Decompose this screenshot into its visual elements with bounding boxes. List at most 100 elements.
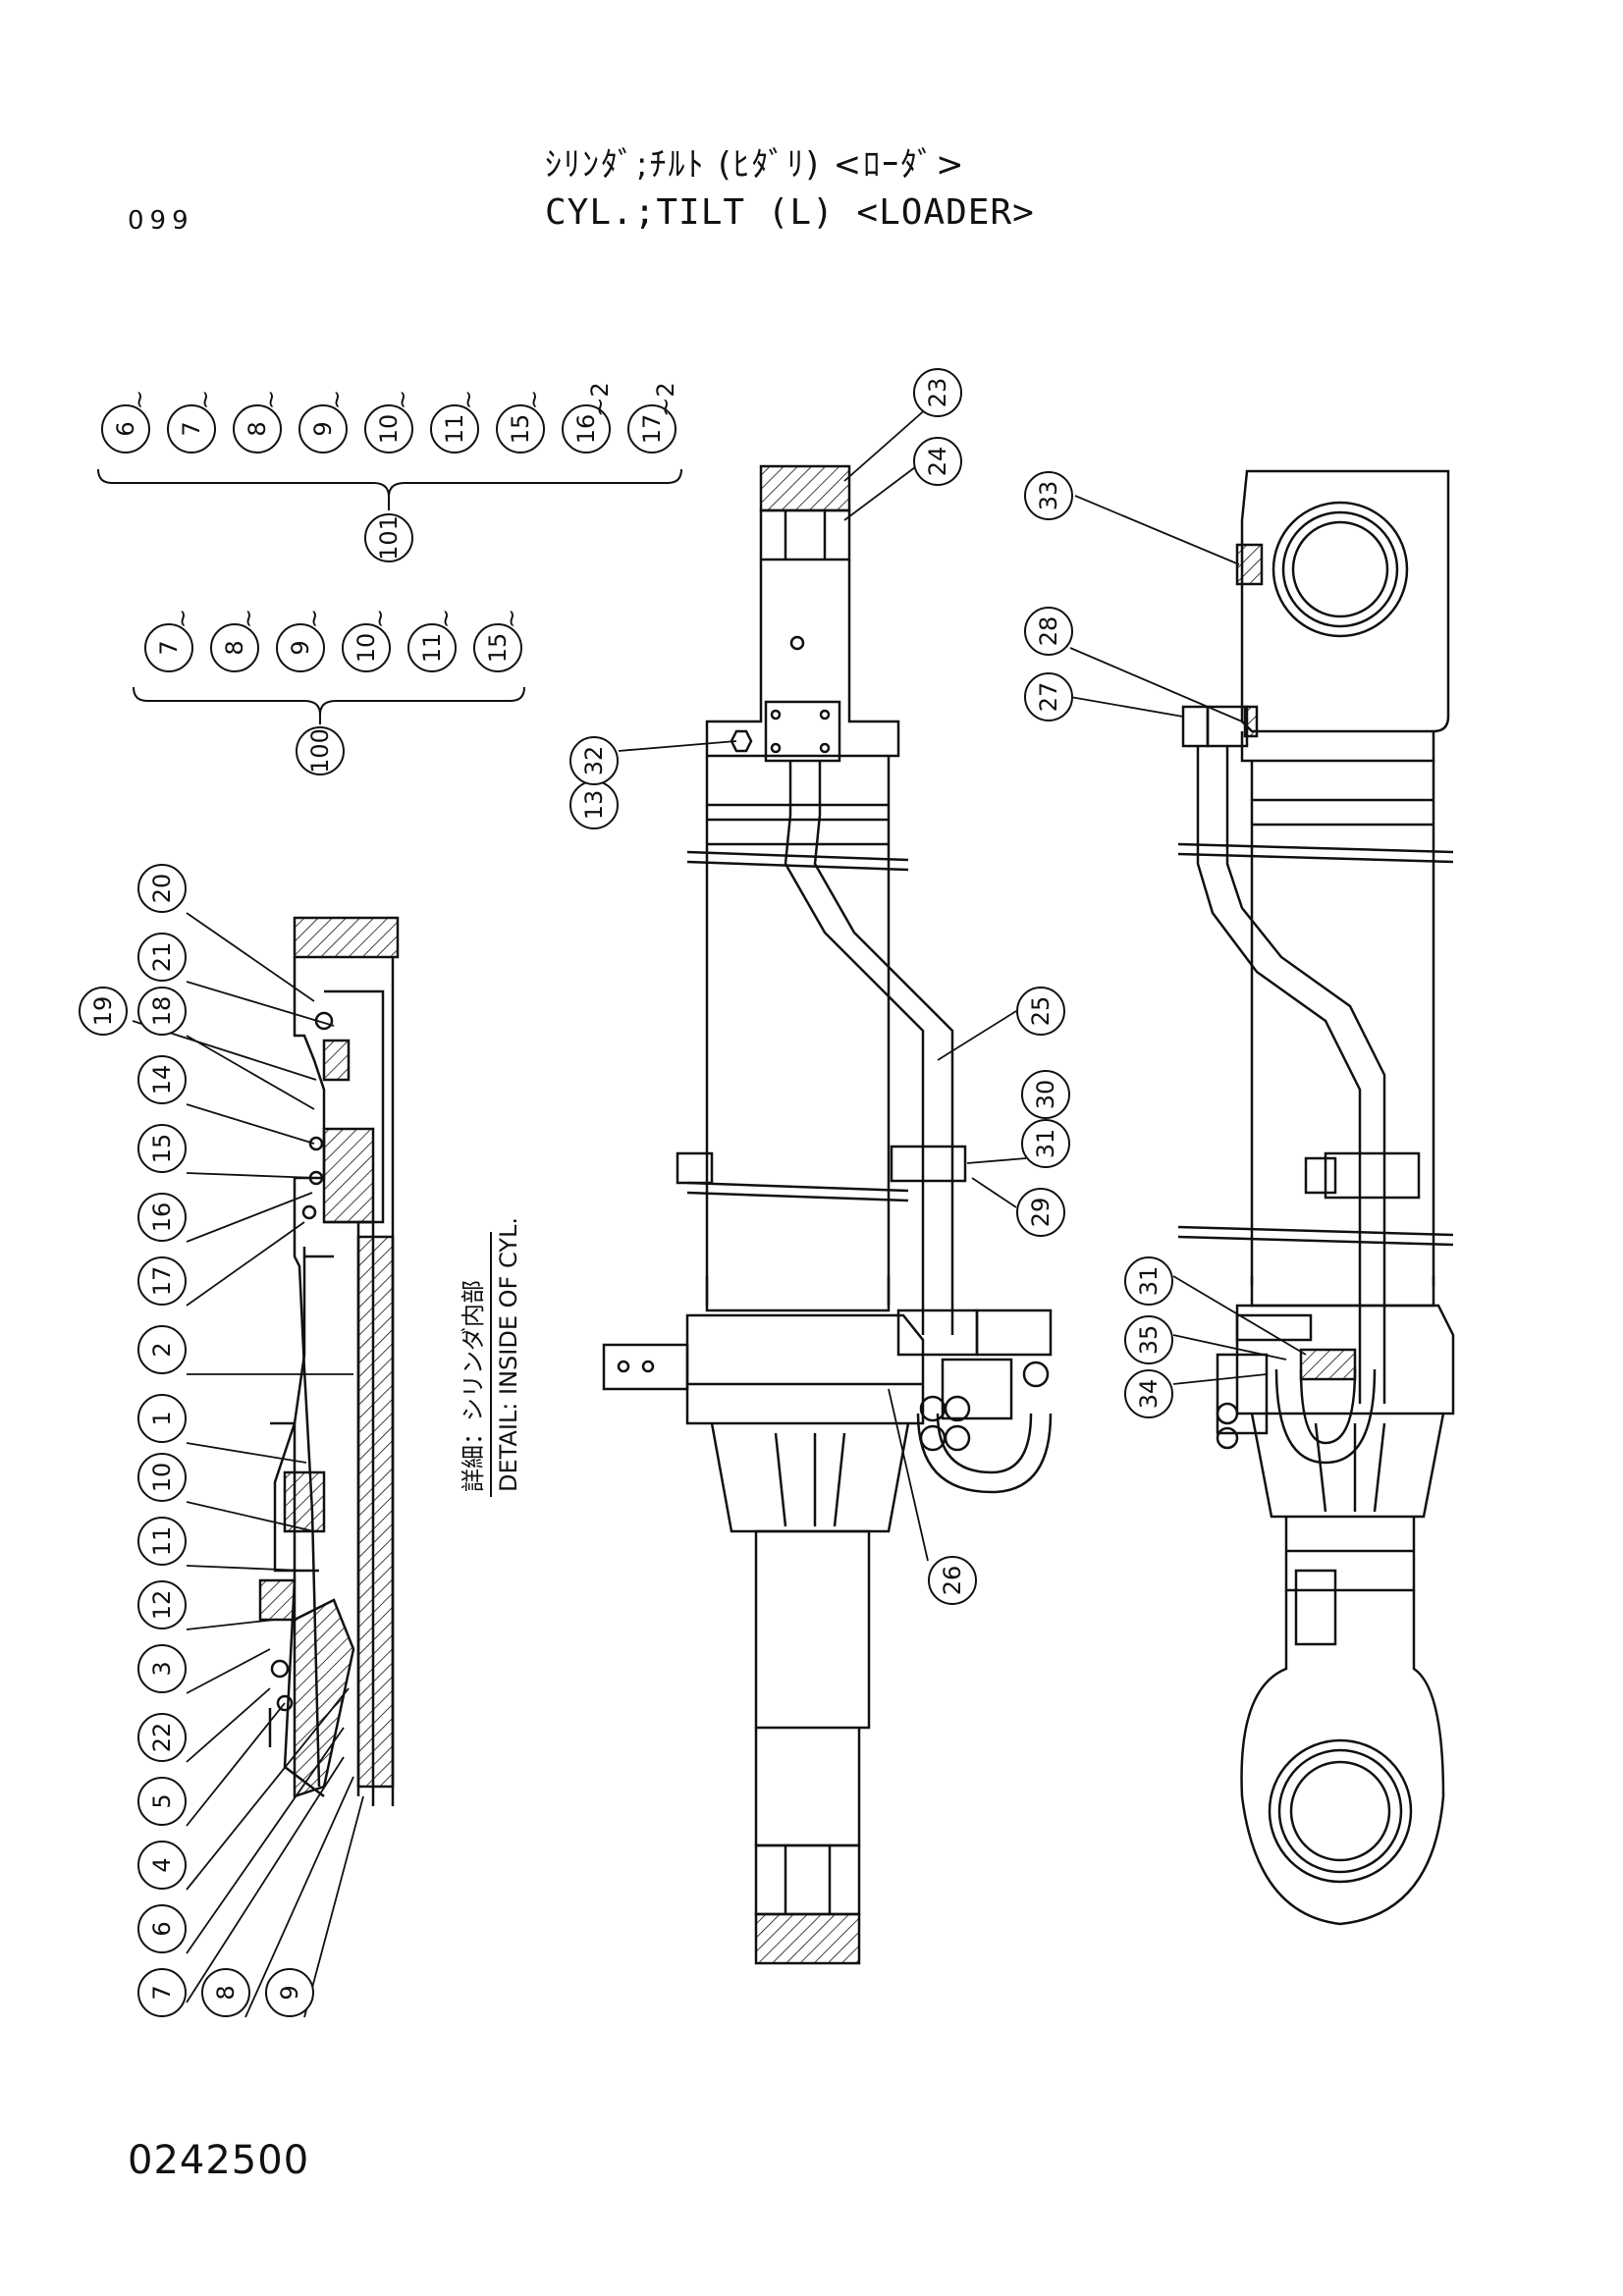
document-number: 0242500 [128,2138,310,2183]
svg-text:~: ~ [126,390,153,409]
detail-callout-5: 5 [137,1777,187,1826]
svg-text:~: ~ [520,390,548,409]
svg-text:34: 34 [1135,1379,1163,1410]
svg-text:28: 28 [1035,616,1062,647]
detail-callout-8: 8 [201,1968,250,2017]
kit-101-item-9: 9~ [298,390,351,454]
svg-text:~: ~ [235,609,262,628]
kit-101-item-16: 16~2 [562,382,614,454]
svg-text:10: 10 [148,1463,176,1493]
svg-text:11: 11 [441,414,468,445]
svg-text:12: 12 [148,1590,176,1621]
svg-text:~2: ~2 [652,382,679,416]
svg-text:30: 30 [1032,1080,1059,1110]
right-callout-28: 28 [1024,607,1073,656]
kit-100-bracket [133,686,525,716]
detail-label-jp: 詳細：シリンダ内部 [460,1280,487,1492]
kit-101-callout: 101 [364,513,413,562]
svg-text:8: 8 [221,640,248,655]
detail-callout-1: 1 [137,1394,187,1443]
kit-100-item-9: 9~ [276,609,328,672]
svg-text:7: 7 [155,640,183,655]
kit-100-item-7: 7~ [144,609,196,672]
svg-text:21: 21 [148,942,176,973]
svg-text:~: ~ [498,609,525,628]
svg-text:6: 6 [112,421,139,436]
center-cylinder-drawing [602,464,1053,1965]
svg-text:9: 9 [309,421,337,436]
svg-text:24: 24 [924,447,951,477]
detail-callout-17: 17 [137,1256,187,1306]
kit-101-item-15: 15 ~ [496,390,548,454]
svg-text:10: 10 [352,633,380,664]
kit-100-item-10: 10~ [342,609,394,672]
right-callout-35: 35 [1124,1315,1173,1364]
svg-text:~: ~ [455,390,482,409]
kit-101-item-8: 8~ [233,390,285,454]
svg-text:100: 100 [306,728,334,774]
detail-leaders [132,912,364,2018]
svg-text:2: 2 [148,1342,176,1357]
detail-callout-4: 4 [137,1841,187,1890]
center-callout-26: 26 [928,1556,977,1605]
detail-label-en: DETAIL: INSIDE OF CYL. [495,1217,522,1492]
detail-callout-16: 16 [137,1193,187,1242]
detail-callout-12: 12 [137,1580,187,1629]
svg-text:13: 13 [580,790,608,821]
kit-101-bracket [97,468,682,498]
svg-text:19: 19 [89,996,117,1027]
svg-text:15: 15 [148,1134,176,1164]
svg-text:33: 33 [1035,481,1062,511]
center-callout-31: 31 [1021,1119,1070,1168]
kit-101-item-6: 6~ [101,390,153,454]
svg-text:5: 5 [148,1793,176,1808]
detail-callout-2: 2 [137,1325,187,1374]
center-callout-23: 23 [913,368,962,417]
center-callout-29: 29 [1016,1188,1065,1237]
center-callout-24: 24 [913,437,962,486]
svg-text:101: 101 [375,515,403,561]
svg-text:1: 1 [148,1411,176,1425]
detail-callout-21: 21 [137,933,187,982]
kit-101-item-7: 7~ [167,390,219,454]
kit-100-item-8: 8~ [210,609,262,672]
svg-text:22: 22 [148,1723,176,1753]
detail-callout-10: 10 [137,1453,187,1502]
kit-101-item-10: 10~ [364,390,416,454]
svg-text:7: 7 [148,1985,176,2000]
callout-layer: 6~7~8~9~10~11~15~16~217~21017~8~9~10~11~… [79,368,1173,2017]
svg-text:15: 15 [507,414,534,445]
page-number: 099 [128,206,194,236]
svg-text:6: 6 [148,1921,176,1936]
detail-callout-20: 20 [137,864,187,913]
center-callout-32: 32 [569,736,619,785]
svg-text:~: ~ [169,609,196,628]
detail-section-drawing [258,916,400,1806]
svg-text:~: ~ [300,609,328,628]
kit-100-item-15: 15 ~ [473,609,525,672]
svg-text:16: 16 [148,1202,176,1233]
detail-callout-6: 6 [137,1904,187,1953]
kit-101-item-17: 17~2 [627,382,679,454]
detail-callout-7: 7 [137,1968,187,2017]
kit-100-callout: 100 [296,726,345,775]
svg-text:11: 11 [148,1526,176,1557]
detail-callout-3: 3 [137,1644,187,1693]
svg-text:~2: ~2 [586,382,614,416]
svg-text:14: 14 [148,1065,176,1095]
svg-text:~: ~ [323,390,351,409]
center-leaders [618,406,1027,1562]
svg-text:~: ~ [432,609,460,628]
svg-text:~: ~ [257,390,285,409]
detail-callout-19: 19 [79,987,128,1036]
title-english: CYL.;TILT (L) <LOADER> [545,192,1035,233]
detail-callout-18: 18 [137,987,187,1036]
detail-callout-9: 9 [265,1968,314,2017]
center-callout-13: 13 [569,780,619,829]
svg-text:15: 15 [484,633,512,664]
svg-text:16: 16 [572,414,600,445]
right-callout-33: 33 [1024,471,1073,520]
kit-100-item-11: 11 ~ [407,609,460,672]
svg-text:29: 29 [1027,1198,1055,1228]
svg-text:11: 11 [418,633,446,664]
